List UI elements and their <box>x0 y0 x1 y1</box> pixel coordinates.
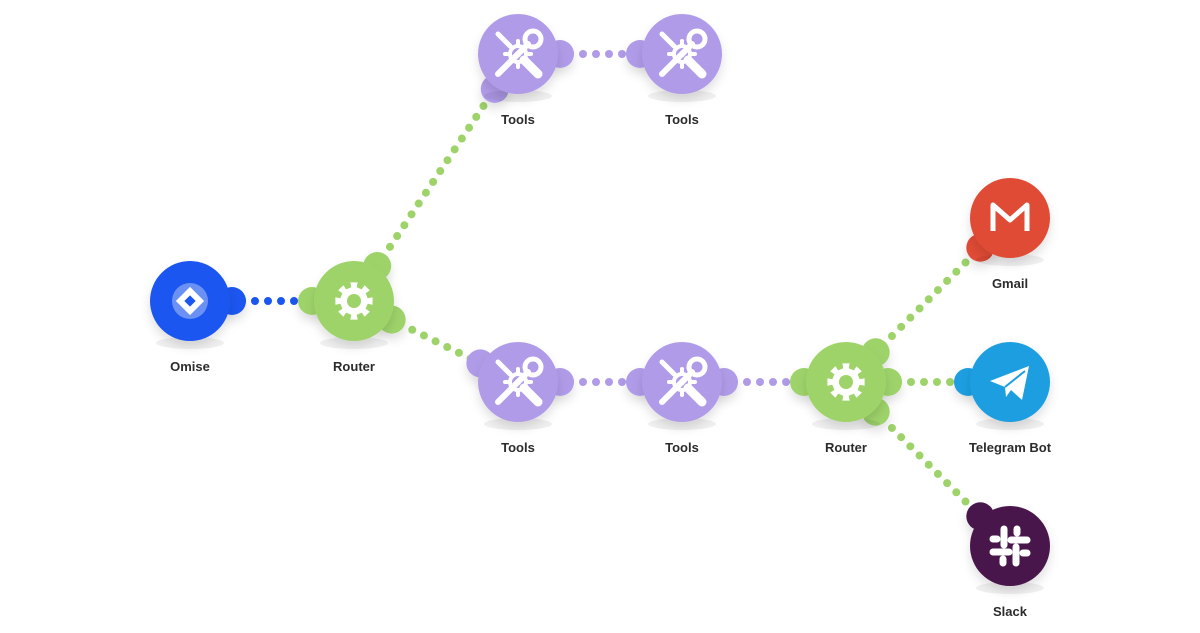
module-tools1[interactable] <box>478 14 558 102</box>
connection-router1-to-tools1[interactable] <box>363 74 509 281</box>
module-shadow <box>484 90 552 102</box>
connection-router2-to-gmail[interactable] <box>861 233 995 367</box>
module-label: Slack <box>993 604 1027 619</box>
module-label: Tools <box>501 112 535 127</box>
module-slack[interactable] <box>970 506 1050 594</box>
module-shadow <box>976 418 1044 430</box>
slack-hash-icon <box>989 525 1031 567</box>
module-label: Tools <box>665 440 699 455</box>
connection-tools4-to-router2[interactable] <box>710 368 818 396</box>
module-telegram[interactable] <box>970 342 1050 430</box>
module-shadow <box>320 337 388 349</box>
omise-logo-icon <box>172 283 208 319</box>
gear-icon <box>827 363 865 401</box>
gear-icon <box>335 282 373 320</box>
module-label: Telegram Bot <box>968 440 1052 455</box>
module-label: Router <box>825 440 867 455</box>
wrench-screwdriver-icon <box>659 28 708 79</box>
module-tools2[interactable] <box>642 14 722 102</box>
module-shadow <box>812 418 880 430</box>
module-label: Omise <box>170 359 210 374</box>
module-omise[interactable] <box>150 261 230 349</box>
connection-omise-to-router1[interactable] <box>218 287 326 315</box>
connection-router2-to-slack[interactable] <box>861 397 995 531</box>
connection-tools1-to-tools2[interactable] <box>546 40 654 68</box>
module-gmail[interactable] <box>970 178 1050 266</box>
module-shadow <box>976 582 1044 594</box>
module-tools3[interactable] <box>478 342 558 430</box>
module-label: Tools <box>501 440 535 455</box>
gmail-m-icon <box>990 202 1030 231</box>
dotted-link <box>396 320 476 363</box>
wrench-screwdriver-icon <box>659 356 708 407</box>
module-router1[interactable] <box>314 261 394 349</box>
dotted-link <box>878 250 978 350</box>
modules-layer <box>150 14 1050 594</box>
module-bubble[interactable] <box>970 506 1050 586</box>
module-shadow <box>976 254 1044 266</box>
module-label: Gmail <box>991 276 1029 291</box>
module-label: Router <box>333 359 375 374</box>
connection-tools3-to-tools4[interactable] <box>546 368 654 396</box>
module-tools4[interactable] <box>642 342 722 430</box>
module-shadow <box>648 90 716 102</box>
wrench-screwdriver-icon <box>495 356 544 407</box>
module-shadow <box>648 418 716 430</box>
dotted-link <box>878 414 978 514</box>
paper-plane-icon <box>990 366 1029 400</box>
module-shadow <box>156 337 224 349</box>
module-label: Tools <box>665 112 699 127</box>
module-router2[interactable] <box>806 342 886 430</box>
module-shadow <box>484 418 552 430</box>
wrench-screwdriver-icon <box>495 28 544 79</box>
connection-router2-to-telegram[interactable] <box>874 368 982 396</box>
